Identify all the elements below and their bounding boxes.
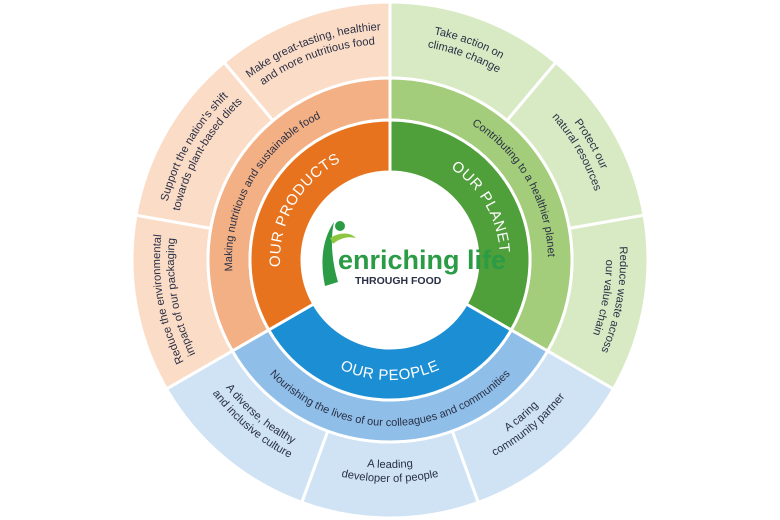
logo-main-text: enriching life (338, 245, 506, 275)
outer-label-people-2-line2: developer of people (341, 468, 440, 485)
leaping-person-icon (322, 221, 356, 286)
logo-sub-text: THROUGH FOOD (355, 275, 442, 287)
logo-disc (302, 172, 478, 348)
logo: enriching life THROUGH FOOD (302, 172, 506, 348)
outer-label-people-2-line1: A leading (367, 458, 414, 471)
